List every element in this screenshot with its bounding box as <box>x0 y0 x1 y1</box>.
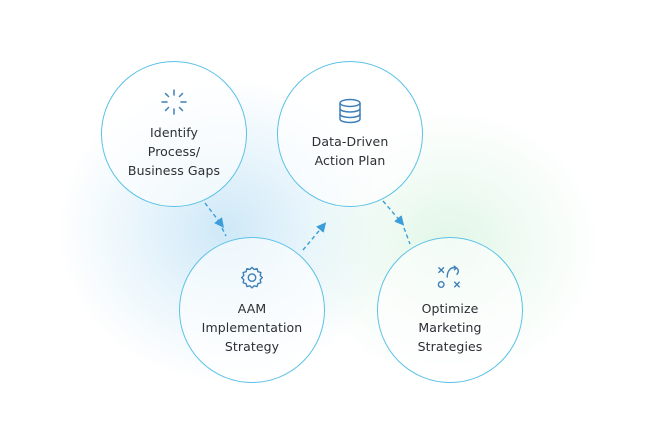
strategy-play-icon <box>437 264 460 288</box>
spark-burst-icon <box>161 88 187 115</box>
node-optimize-marketing: Optimize Marketing Strategies <box>377 237 523 383</box>
node-data-driven-plan: Data-Driven Action Plan <box>277 61 423 207</box>
node-label: Data-Driven Action Plan <box>311 134 389 168</box>
gear-icon <box>240 266 264 289</box>
connector-aam-to-data-driven <box>302 222 327 251</box>
node-label: AAM Implementation Strategy <box>201 300 303 354</box>
node-label: Identify Process/ Business Gaps <box>127 124 221 178</box>
node-label: Optimize Marketing Strategies <box>417 300 483 354</box>
connector-data-driven-to-optimize <box>382 200 405 226</box>
connector-identify-to-aam <box>204 202 224 228</box>
connector-tail-optimize <box>403 227 411 245</box>
database-icon <box>339 98 361 124</box>
node-aam-strategy: AAM Implementation Strategy <box>179 237 325 383</box>
node-identify-gaps: Identify Process/ Business Gaps <box>101 61 247 207</box>
connector-tail-aam <box>221 227 227 237</box>
